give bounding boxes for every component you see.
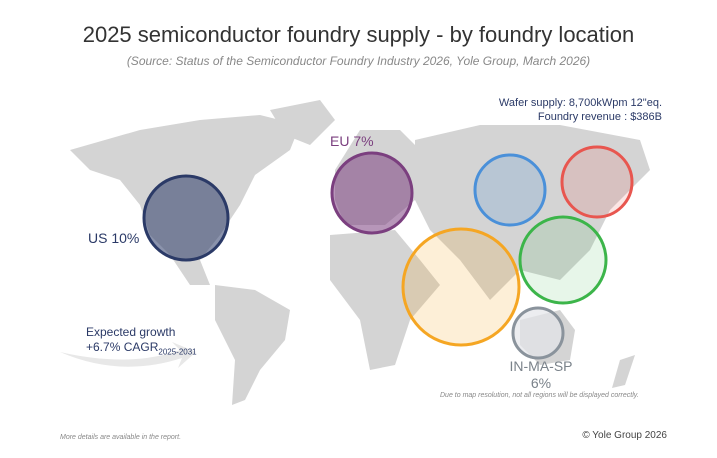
asia <box>415 125 650 300</box>
growth-title: Expected growth <box>86 325 176 339</box>
foundry-revenue: Foundry revenue : $386B <box>537 111 662 123</box>
africa <box>330 230 440 370</box>
in-ma-sp-share: 6% <box>530 375 552 391</box>
wafer-supply: Wafer supply: 8,700kWpm 12"eq. <box>498 97 662 109</box>
stats: Wafer supply: 8,700kWpm 12"eq. Foundry r… <box>499 96 662 124</box>
us-bubble <box>142 174 230 262</box>
new-zealand <box>612 355 635 388</box>
growth-callout: Expected growth +6.7% CAGR2025-2031 <box>86 325 197 359</box>
growth-cagr: +6.7% CAGR <box>86 340 159 354</box>
map-note: Due to map resolution, not all regions w… <box>440 392 639 399</box>
in-ma-sp-name: IN-MA-SP <box>509 358 573 374</box>
south-america <box>215 285 290 405</box>
page-title: 2025 semiconductor foundry supply - by f… <box>82 22 635 47</box>
subtitle: (Source: Status of the Semiconductor Fou… <box>126 54 591 68</box>
growth-period: 2025-2031 <box>158 347 197 357</box>
red-bubble <box>560 145 634 219</box>
green-bubble <box>518 215 608 305</box>
copyright: © Yole Group 2026 <box>582 430 667 441</box>
us-label: US 10% <box>88 230 140 246</box>
eu-label: EU 7% <box>330 133 374 149</box>
footer-note: More details are available in the report… <box>60 434 182 441</box>
growth-arrow <box>60 342 196 368</box>
orange-bubble <box>401 227 521 347</box>
eu-bubble <box>330 151 414 235</box>
in-ma-sp-bubble <box>511 306 565 360</box>
greenland <box>270 100 335 145</box>
blue-bubble <box>473 153 547 227</box>
in-ma-sp-label: IN-MA-SP 6% <box>506 358 576 392</box>
